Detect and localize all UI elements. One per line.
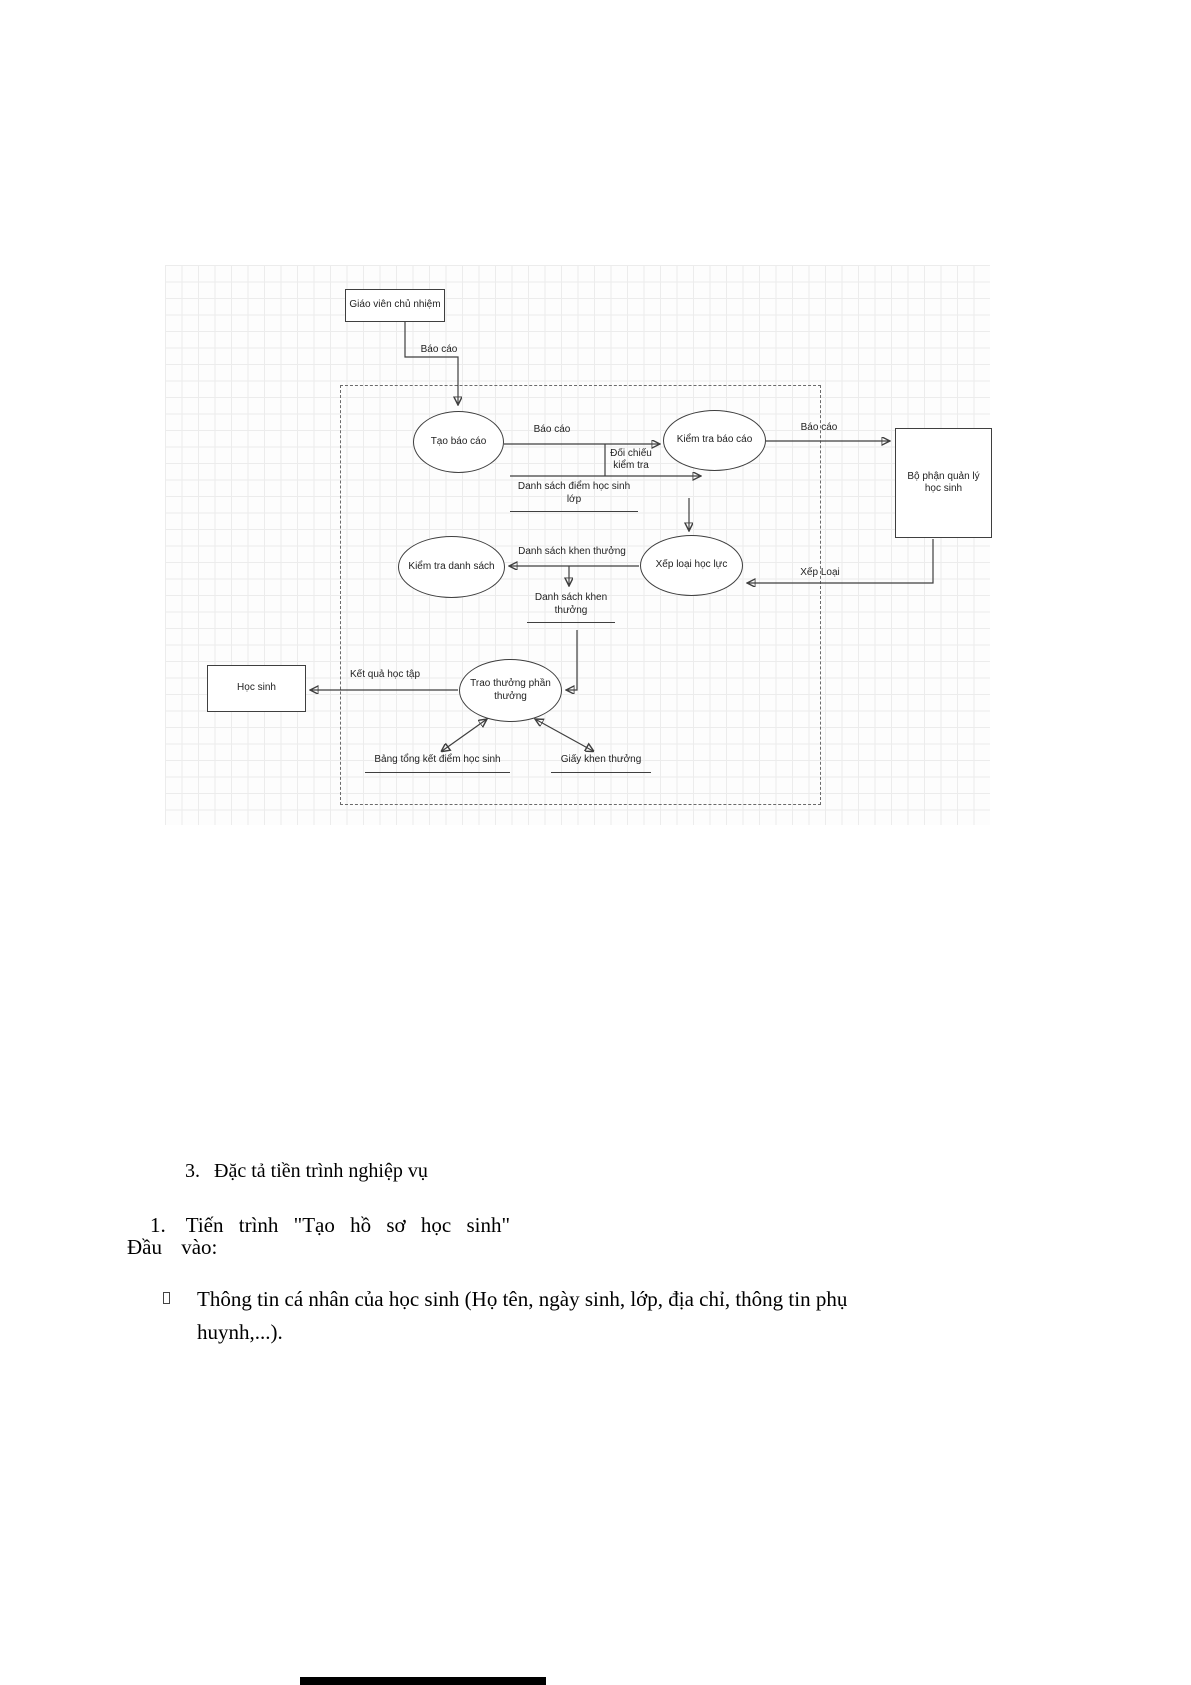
store-certificates: Giấy khen thưởng [551,754,651,773]
process-award: Trao thưởng phần thưởng [459,659,562,722]
bullet-glyph-icon [163,1292,170,1304]
process-create-report: Tạo báo cáo [413,411,504,473]
section-number: 3. [185,1160,200,1182]
flow-label-classify: Xếp Loại [800,567,840,578]
section-heading: 3. Đặc tả tiền trình nghiệp vụ [165,1137,428,1206]
process-check-report: Kiểm tra báo cáo [663,410,766,471]
store-score-summary: Bảng tổng kết điểm học sinh [365,754,510,773]
flow-label-compare-check: Đối chiếu kiểm tra [610,448,652,471]
arrow-summary-to-award [442,719,487,751]
section-title: Đặc tả tiền trình nghiệp vụ [214,1160,428,1182]
flow-label-award-list: Danh sách khen thưởng [518,546,626,557]
flow-arrows [165,322,934,825]
arrow-certificate-to-award [535,719,593,751]
process-title: Tiến trình "Tạo hồ sơ học sinh" [185,1213,511,1237]
entity-management: Bộ phận quản lý học sinh [895,428,992,538]
flow-label-report-teacher: Báo cáo [420,344,458,355]
entity-teacher: Giáo viên chủ nhiệm [345,289,445,322]
page-bottom-artifact [300,1677,546,1685]
dfd-diagram: Giáo viên chủ nhiệm Bộ phận quản lý học … [165,265,992,825]
process-check-list: Kiểm tra danh sách [398,536,505,598]
bullet-text: Thông tin cá nhân của học sinh (Họ tên, … [197,1287,853,1344]
input-label: Đầu vào: [127,1235,218,1259]
flow-label-study-result: Kết quả học tập [349,669,421,680]
flow-label-report-right: Báo cáo [800,422,838,433]
process-number: 1. [150,1213,166,1237]
store-award-list: Danh sách khen thưởng [527,592,615,623]
system-boundary [340,385,821,805]
store-class-scores: Danh sách điểm học sinh lớp [510,481,638,512]
arrow-award-store-to-award [566,630,578,690]
process-classify: Xếp loại học lực [640,535,743,596]
arrow-teacher-to-create-report [404,322,458,405]
process-line: 1. Tiến trình "Tạo hồ sơ học sinh" [129,1188,510,1263]
entity-student: Học sinh [207,665,306,712]
flow-label-report-mid: Báo cáo [533,424,571,435]
arrow-management-to-classify [747,539,934,583]
